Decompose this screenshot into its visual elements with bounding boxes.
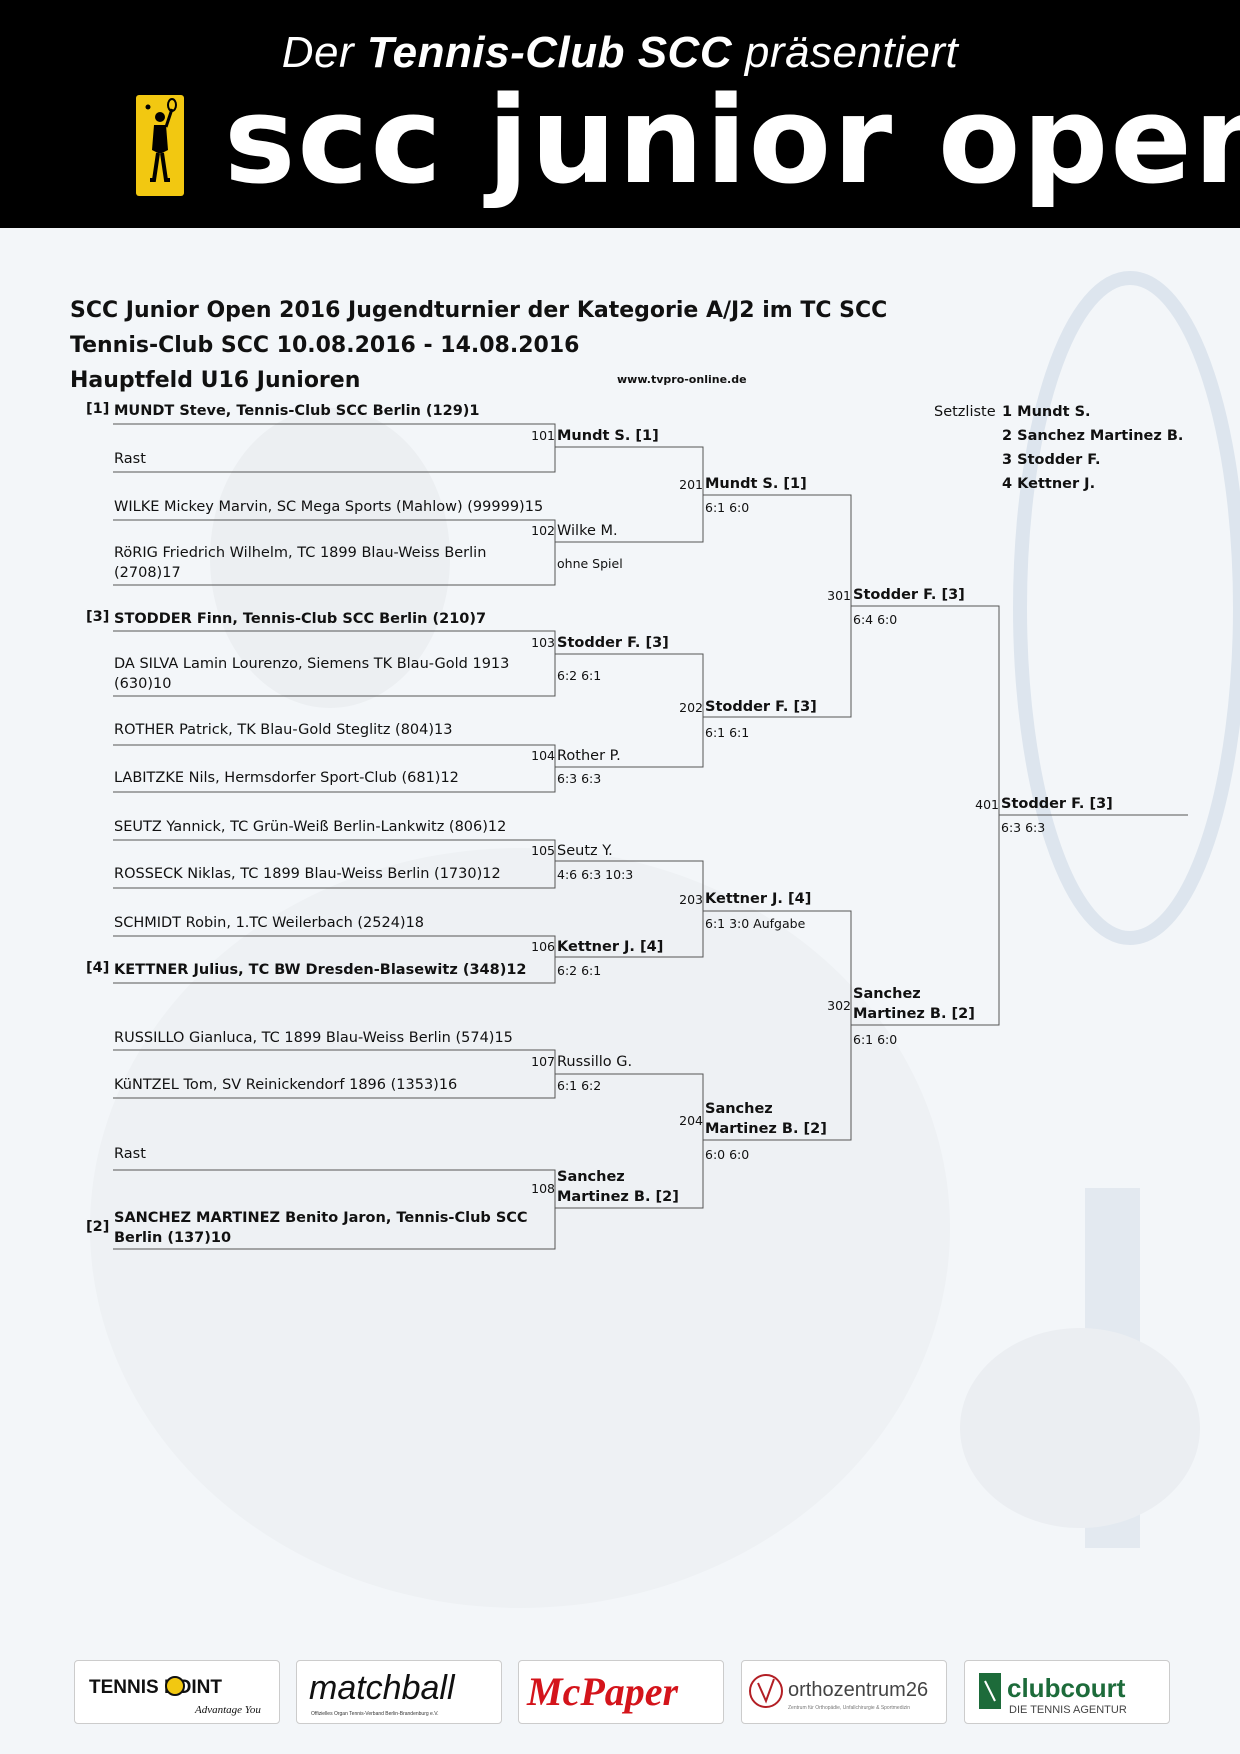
match-winner: Wilke M. — [557, 523, 618, 539]
sponsor-tennispoint-sub: Advantage You — [194, 1704, 261, 1716]
match-number: 204 — [679, 1113, 703, 1128]
sponsor-clubcourt-text: clubcourt — [1007, 1673, 1126, 1703]
player-entry: WILKE Mickey Marvin, SC Mega Sports (Mah… — [114, 499, 544, 515]
player-entry: LABITZKE Nils, Hermsdorfer Sport-Club (6… — [114, 770, 459, 786]
tagline-pre: Der — [281, 28, 355, 77]
sponsor-clubcourt-logo: clubcourt DIE TENNIS AGENTUR — [964, 1660, 1170, 1724]
match-score: 4:6 6:3 10:3 — [557, 867, 634, 882]
brand-title: scc junior open — [224, 72, 1240, 211]
sponsor-matchball-logo: matchball Offizielles Organ Tennis-Verba… — [296, 1660, 502, 1724]
match-winner: Kettner J. [4] — [557, 939, 664, 955]
match-number: 107 — [531, 1054, 555, 1069]
seed-list-item: 3 Stodder F. — [1002, 452, 1101, 468]
match-number: 401 — [975, 797, 999, 812]
match-score: 6:3 6:3 — [1001, 820, 1046, 835]
match-winner: Rother P. — [557, 748, 621, 764]
player-entry: STODDER Finn, Tennis-Club SCC Berlin (21… — [114, 611, 487, 627]
sponsor-matchball-text: matchball — [309, 1669, 456, 1707]
seed-list-item: 2 Sanchez Martinez B. — [1002, 428, 1184, 444]
match-number: 203 — [679, 892, 703, 907]
tournament-venue-dates: Tennis-Club SCC 10.08.2016 - 14.08.2016 — [70, 333, 580, 358]
match-score: 6:2 6:1 — [557, 963, 602, 978]
sponsor-orthozentrum-logo: orthozentrum26 Zentrum für Orthopädie, U… — [741, 1660, 947, 1724]
tennis-player-logo-icon — [136, 95, 184, 196]
seed-marker: [4] — [86, 960, 110, 976]
match-score: 6:1 6:0 — [705, 500, 750, 515]
player-entry: ROTHER Patrick, TK Blau-Gold Steglitz (8… — [114, 722, 453, 738]
tagline: Der Tennis-Club SCC präsentiert — [0, 28, 1240, 78]
match-number: 202 — [679, 700, 703, 715]
match-winner: Seutz Y. — [557, 843, 613, 859]
match-number: 101 — [531, 428, 555, 443]
match-winner: Stodder F. [3] — [557, 635, 669, 651]
player-entry: SCHMIDT Robin, 1.TC Weilerbach (2524)18 — [114, 915, 425, 931]
match-winner: Mundt S. [1] — [557, 428, 659, 444]
match-score: 6:1 6:0 — [853, 1032, 898, 1047]
match-number: 102 — [531, 523, 555, 538]
match-number: 108 — [531, 1181, 555, 1196]
draw-name: Hauptfeld U16 Junioren — [70, 368, 361, 393]
seed-list-item: 1 Mundt S. — [1002, 404, 1091, 420]
player-entry: KüNTZEL Tom, SV Reinickendorf 1896 (1353… — [114, 1077, 458, 1093]
match-winner: Sanchez Martinez B. [2] — [557, 1169, 679, 1205]
sponsor-tennispoint-logo: TENNIS POINT Advantage You — [74, 1660, 280, 1724]
match-score: 6:0 6:0 — [705, 1147, 750, 1162]
player-entry: RöRIG Friedrich Wilhelm, TC 1899 Blau-We… — [114, 545, 487, 581]
seed-marker: [2] — [86, 1219, 110, 1235]
sponsor-mcpaper-text: McPaper — [526, 1669, 679, 1714]
seed-marker: [1] — [86, 401, 110, 417]
champion: Stodder F. [3] — [1001, 796, 1113, 812]
match-score: 6:1 3:0 Aufgabe — [705, 916, 806, 931]
match-winner: Stodder F. [3] — [705, 699, 817, 715]
tournament-title: SCC Junior Open 2016 Jugendturnier der K… — [70, 298, 888, 323]
match-number: 104 — [531, 748, 555, 763]
seed-marker: [3] — [86, 609, 110, 625]
match-score: 6:1 6:1 — [705, 725, 750, 740]
match-winner: Sanchez Martinez B. [2] — [853, 986, 975, 1022]
match-winner: Sanchez Martinez B. [2] — [705, 1101, 827, 1137]
sponsor-matchball-sub: Offizielles Organ Tennis-Verband Berlin-… — [311, 1711, 439, 1717]
player-entry: DA SILVA Lamin Lourenzo, Siemens TK Blau… — [114, 656, 510, 692]
match-winner: Russillo G. — [557, 1054, 633, 1070]
match-number: 105 — [531, 843, 555, 858]
player-entry: SANCHEZ MARTINEZ Benito Jaron, Tennis-Cl… — [114, 1210, 528, 1246]
match-winner: Stodder F. [3] — [853, 587, 965, 603]
sponsor-mcpaper-logo: McPaper — [518, 1660, 724, 1724]
player-entry: SEUTZ Yannick, TC Grün-Weiß Berlin-Lankw… — [114, 819, 507, 835]
match-score: ohne Spiel — [557, 556, 623, 571]
match-winner: Kettner J. [4] — [705, 891, 812, 907]
player-entry: Rast — [114, 1146, 146, 1162]
source-url: www.tvpro-online.de — [617, 373, 747, 386]
sponsor-clubcourt-sub: DIE TENNIS AGENTUR — [1009, 1704, 1127, 1716]
seed-list-label: Setzliste — [934, 404, 996, 420]
match-score: 6:3 6:3 — [557, 771, 602, 786]
tagline-post: präsentiert — [744, 28, 959, 77]
player-entry: MUNDT Steve, Tennis-Club SCC Berlin (129… — [114, 403, 480, 419]
sponsor-ortho-sub: Zentrum für Orthopädie, Unfallchirurgie … — [788, 1705, 910, 1711]
match-number: 106 — [531, 939, 555, 954]
player-entry: Rast — [114, 451, 146, 467]
match-number: 103 — [531, 635, 555, 650]
header-banner: Der Tennis-Club SCC präsentiert scc juni… — [0, 0, 1240, 228]
match-number: 201 — [679, 477, 703, 492]
tagline-club: Tennis-Club SCC — [366, 28, 733, 77]
match-number: 301 — [827, 588, 851, 603]
sponsor-ortho-text: orthozentrum26 — [788, 1679, 928, 1701]
player-entry: KETTNER Julius, TC BW Dresden-Blasewitz … — [114, 962, 527, 978]
player-entry: RUSSILLO Gianluca, TC 1899 Blau-Weiss Be… — [114, 1030, 513, 1046]
match-winner: Mundt S. [1] — [705, 476, 807, 492]
match-score: 6:1 6:2 — [557, 1078, 602, 1093]
sponsor-tennispoint-text: TENNIS POINT — [89, 1677, 222, 1698]
match-score: 6:2 6:1 — [557, 668, 602, 683]
match-score: 6:4 6:0 — [853, 612, 898, 627]
player-entry: ROSSECK Niklas, TC 1899 Blau-Weiss Berli… — [114, 866, 501, 882]
seed-list-item: 4 Kettner J. — [1002, 476, 1096, 492]
match-number: 302 — [827, 998, 851, 1013]
